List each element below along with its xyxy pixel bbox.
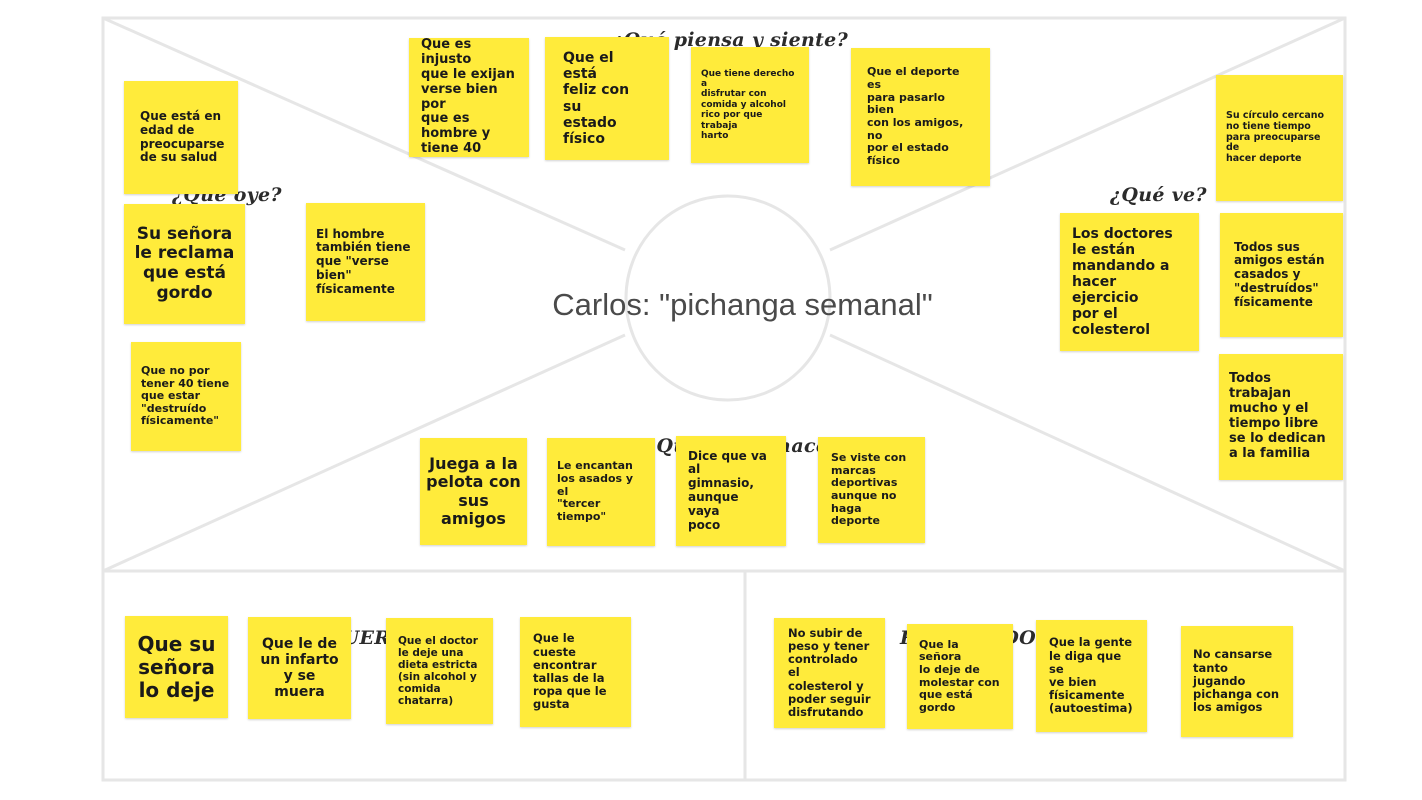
- sticky-note[interactable]: El hombre también tiene que "verse bien"…: [306, 203, 425, 321]
- sticky-note-text: Todos trabajan mucho y el tiempo libre s…: [1229, 371, 1326, 461]
- sticky-note[interactable]: Que no por tener 40 tiene que estar "des…: [131, 342, 241, 451]
- sticky-note[interactable]: Que el deporte es para pasarlo bien con …: [851, 48, 990, 186]
- sticky-note-text: Que es injusto que le exijan verse bien …: [421, 36, 515, 157]
- sticky-note-text: Dice que va al gimnasio, aunque vaya poc…: [688, 448, 767, 532]
- sticky-note[interactable]: Que la gente le diga que se ve bien físi…: [1036, 620, 1147, 732]
- center-circle: [624, 194, 832, 402]
- sticky-note-text: Le encantan los asados y el "tercer tiem…: [557, 459, 634, 523]
- sticky-note-text: Que tiene derecho a disfrutar con comida…: [701, 68, 795, 141]
- sticky-note[interactable]: No cansarse tanto jugando pichanga con l…: [1181, 626, 1293, 737]
- sticky-note[interactable]: Que tiene derecho a disfrutar con comida…: [691, 47, 809, 163]
- sticky-note-text: Que el deporte es para pasarlo bien con …: [867, 65, 964, 167]
- sticky-note-text: Que su señora lo deje: [137, 631, 216, 702]
- sticky-note-text: Que la gente le diga que se ve bien físi…: [1049, 635, 1133, 716]
- sticky-note[interactable]: Que está en edad de preocuparse de su sa…: [124, 81, 238, 194]
- sticky-note[interactable]: Juega a la pelota con sus amigos: [420, 438, 527, 545]
- sticky-note[interactable]: Que su señora lo deje: [125, 616, 228, 718]
- diagonal-top-left: [102, 16, 626, 252]
- sticky-note[interactable]: Que le cueste encontrar tallas de la rop…: [520, 617, 631, 727]
- sticky-note[interactable]: Todos trabajan mucho y el tiempo libre s…: [1219, 354, 1343, 480]
- sticky-note[interactable]: Dice que va al gimnasio, aunque vaya poc…: [676, 436, 786, 546]
- section-title-piensa: ¿Qué piensa y siente?: [612, 29, 848, 51]
- sticky-note[interactable]: Su círculo cercano no tiene tiempo para …: [1216, 75, 1343, 201]
- diagonal-bottom-left: [102, 333, 626, 573]
- sticky-note[interactable]: Que el está feliz con su estado físico: [545, 37, 669, 160]
- sticky-note[interactable]: Los doctores le están mandando a hacer e…: [1060, 213, 1199, 351]
- persona-title: Carlos: "pichanga semanal": [552, 287, 933, 322]
- sticky-note[interactable]: Que el doctor le deje una dieta estricta…: [386, 618, 493, 724]
- sticky-note-text: Su círculo cercano no tiene tiempo para …: [1226, 109, 1325, 165]
- sticky-note[interactable]: Le encantan los asados y el "tercer tiem…: [547, 438, 655, 546]
- sticky-note[interactable]: Que le de un infarto y se muera: [248, 617, 351, 719]
- diagonal-bottom-right: [829, 333, 1346, 573]
- section-title-ve: ¿Qué ve?: [1110, 184, 1207, 206]
- sticky-note-text: Los doctores le están mandando a hacer e…: [1072, 225, 1173, 339]
- sticky-note-text: Que está en edad de preocuparse de su sa…: [140, 108, 225, 165]
- sticky-note-text: Juega a la pelota con sus amigos: [426, 453, 521, 528]
- sticky-note-text: Se viste con marcas deportivas aunque no…: [831, 451, 907, 528]
- sticky-note-text: Que le de un infarto y se muera: [260, 635, 339, 701]
- sticky-note-text: No cansarse tanto jugando pichanga con l…: [1193, 647, 1280, 715]
- sticky-note-text: Que el está feliz con su estado físico: [563, 50, 630, 147]
- sticky-note-text: Que el doctor le deje una dieta estricta…: [398, 634, 478, 708]
- sticky-note-text: Su señora le reclama que está gordo: [134, 223, 235, 303]
- map-border: [101, 16, 1347, 782]
- sticky-note[interactable]: Que es injusto que le exijan verse bien …: [409, 36, 529, 157]
- sticky-note[interactable]: Que la señora lo deje de molestar con qu…: [907, 624, 1013, 729]
- sticky-note-text: Que la señora lo deje de molestar con qu…: [919, 637, 1000, 714]
- sticky-note[interactable]: Todos sus amigos están casados y "destru…: [1220, 213, 1343, 337]
- sticky-note[interactable]: Se viste con marcas deportivas aunque no…: [818, 437, 925, 543]
- sticky-note-text: Todos sus amigos están casados y "destru…: [1234, 239, 1325, 309]
- diagonal-top-right: [829, 16, 1346, 252]
- sticky-note-text: No subir de peso y tener controlado el c…: [788, 625, 871, 720]
- sticky-note-text: El hombre también tiene que "verse bien"…: [316, 226, 411, 296]
- sticky-note-text: Que le cueste encontrar tallas de la rop…: [533, 631, 607, 712]
- sticky-note[interactable]: Su señora le reclama que está gordo: [124, 204, 245, 324]
- sticky-note[interactable]: No subir de peso y tener controlado el c…: [774, 618, 885, 728]
- sticky-note-text: Que no por tener 40 tiene que estar "des…: [141, 363, 230, 428]
